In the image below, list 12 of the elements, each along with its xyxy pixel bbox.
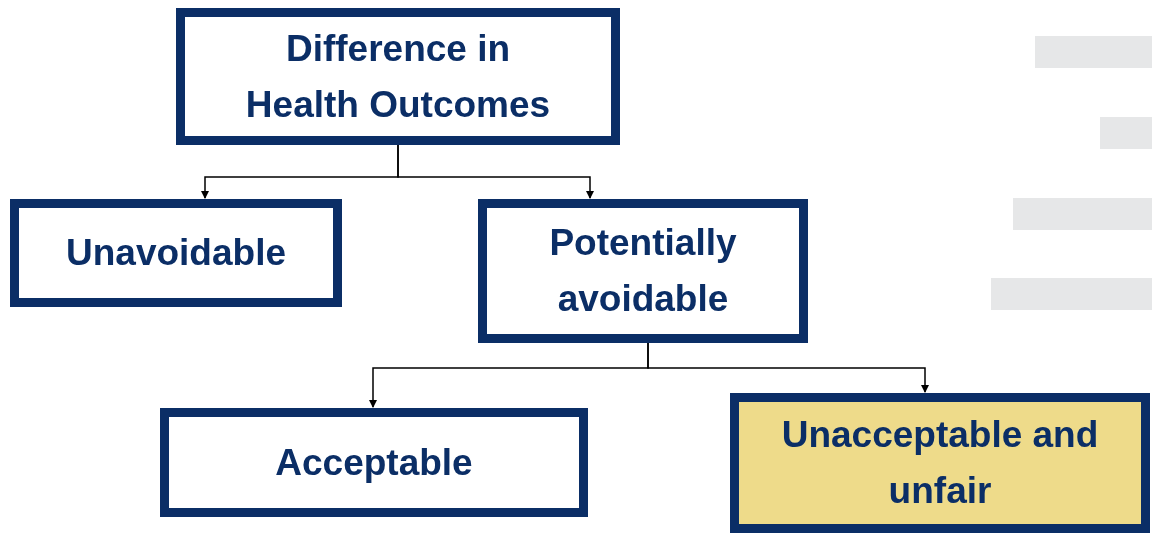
- box-label: Acceptable: [275, 440, 473, 485]
- box-label: Difference in Health Outcomes: [244, 26, 552, 127]
- process-box: [478, 199, 808, 343]
- process-box: [160, 408, 588, 517]
- box-label: Unavoidable: [66, 231, 286, 275]
- process-box: [176, 8, 620, 145]
- process-box: [730, 393, 1150, 533]
- box-label: Potentially avoidable: [548, 221, 738, 321]
- arrow: [397, 144, 594, 199]
- box-label: Unacceptable and unfair: [780, 413, 1100, 513]
- process-box: [10, 199, 342, 307]
- arrow: [647, 342, 929, 393]
